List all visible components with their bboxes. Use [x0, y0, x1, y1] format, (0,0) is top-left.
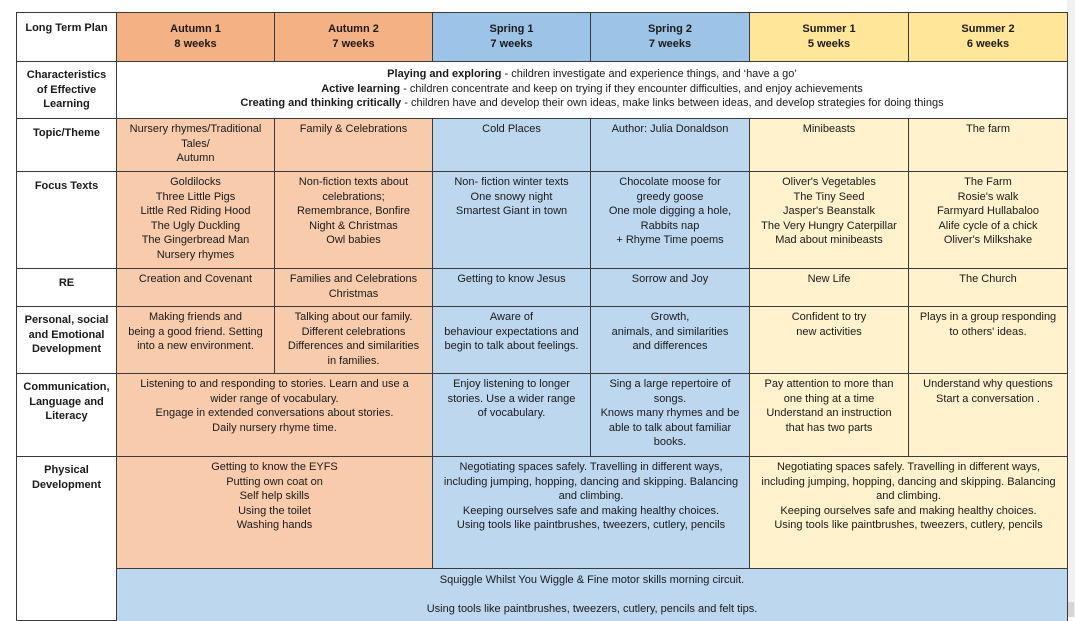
term-weeks: 5 weeks	[807, 38, 851, 50]
plan-title: Long Term Plan	[16, 12, 117, 62]
focus-texts-cell: Non- fiction winter texts One snowy nigh…	[432, 171, 591, 269]
term-weeks: 6 weeks	[966, 38, 1010, 50]
cel-line-active: Active learning - children concentrate a…	[121, 82, 1063, 97]
focus-texts-cell: The Farm Rosie's walk Farmyard Hullabalo…	[908, 171, 1068, 269]
row-label-psed: Personal, social and Emotional Developme…	[16, 306, 117, 374]
pd-row: Physical Development Getting to know the…	[16, 456, 1068, 621]
cll-summer-1-cell: Pay attention to more than one thing at …	[749, 373, 909, 457]
cll-spring-1-cell: Enjoy listening to longer stories. Use a…	[432, 373, 591, 457]
re-cell: Sorrow and Joy	[590, 268, 750, 307]
cll-autumn-cell: Listening to and responding to stories. …	[116, 373, 433, 457]
focus-texts-cell: Chocolate moose for greedy goose One mol…	[590, 171, 750, 269]
topic-cell: Cold Places	[432, 118, 591, 172]
cel-line-playing: Playing and exploring - children investi…	[121, 67, 1063, 82]
scrollbar[interactable]	[1067, 0, 1075, 617]
focus-texts-row: Focus Texts Goldilocks Three Little Pigs…	[16, 171, 1068, 269]
term-name: Spring 1	[489, 23, 534, 36]
pd-summer-cell: Negotiating spaces safely. Travelling in…	[749, 456, 1068, 569]
row-label-pd: Physical Development	[16, 456, 117, 621]
topic-cell: Minibeasts	[749, 118, 909, 172]
focus-texts-cell: Goldilocks Three Little Pigs Little Red …	[116, 171, 275, 269]
cel-content: Playing and exploring - children investi…	[116, 61, 1068, 119]
cel-row: Characteristics of Effective Learning Pl…	[16, 61, 1068, 119]
psed-row: Personal, social and Emotional Developme…	[16, 306, 1068, 374]
cel-line-creating: Creating and thinking critically - child…	[121, 96, 1063, 111]
cel-description: - children investigate and experience th…	[501, 68, 797, 80]
psed-cell: Making friends and being a good friend. …	[116, 306, 275, 374]
topic-cell: The farm	[908, 118, 1068, 172]
cll-summer-2-cell: Understand why questions Start a convers…	[908, 373, 1068, 457]
term-weeks: 7 weeks	[648, 38, 692, 50]
row-label-re: RE	[16, 268, 117, 307]
topic-cell: Family & Celebrations	[274, 118, 433, 172]
psed-cell: Growth, animals, and similarities and di…	[590, 306, 750, 374]
cel-heading: Creating and thinking critically	[240, 97, 402, 110]
re-cell: Getting to know Jesus	[432, 268, 591, 307]
psed-cell: Confident to try new activities	[749, 306, 909, 374]
topic-row: Topic/Theme Nursery rhymes/Traditional T…	[16, 118, 1068, 172]
re-row: RE Creation and Covenant Families and Ce…	[16, 268, 1068, 307]
term-spring-2: Spring 2 7 weeks	[590, 12, 750, 62]
cel-heading: Playing and exploring	[387, 68, 502, 80]
psed-cell: Aware of behaviour expectations and begi…	[432, 306, 591, 374]
focus-texts-cell: Non-fiction texts about celebrations; Re…	[274, 171, 433, 269]
row-label-cll: Communication, Language and Literacy	[16, 373, 117, 457]
re-cell: Families and Celebrations Christmas	[274, 268, 433, 307]
term-autumn-1: Autumn 1 8 weeks	[116, 12, 275, 62]
pd-autumn-cell: Getting to know the EYFS Putting own coa…	[116, 456, 433, 569]
term-autumn-2: Autumn 2 7 weeks	[274, 12, 433, 62]
re-cell: Creation and Covenant	[116, 268, 275, 307]
pd-circuit-row: Squiggle Whilst You Wiggle & Fine motor …	[17, 568, 1068, 621]
cel-description: - children have and develop their own id…	[401, 97, 944, 110]
long-term-plan-table: Long Term Plan Autumn 1 8 weeks Autumn 2 7…	[16, 12, 1068, 621]
psed-cell: Plays in a group responding to others' i…	[908, 306, 1068, 374]
topic-cell: Author: Julia Donaldson	[590, 118, 750, 172]
term-summer-1: Summer 1 5 weeks	[749, 12, 909, 62]
term-name: Spring 2	[647, 23, 692, 36]
term-name: Autumn 2	[328, 23, 379, 36]
psed-cell: Talking about our family. Different cele…	[274, 306, 433, 374]
term-name: Summer 2	[961, 23, 1015, 36]
cel-heading: Active learning	[321, 82, 401, 95]
scrollbar-thumb[interactable]	[1068, 602, 1074, 617]
pd-circuit-cell: Squiggle Whilst You Wiggle & Fine motor …	[116, 568, 1068, 621]
pd-spring-cell: Negotiating spaces safely. Travelling in…	[432, 456, 750, 569]
cll-spring-2-cell: Sing a large repertoire of songs. Knows …	[590, 373, 750, 457]
cel-description: - children concentrate and keep on tryin…	[400, 82, 863, 95]
row-label-topic: Topic/Theme	[16, 118, 117, 172]
term-spring-1: Spring 1 7 weeks	[432, 12, 591, 62]
term-summer-2: Summer 2 6 weeks	[908, 12, 1068, 62]
term-weeks: 8 weeks	[174, 38, 217, 50]
re-cell: New Life	[749, 268, 909, 307]
header-row: Long Term Plan Autumn 1 8 weeks Autumn 2 7…	[16, 12, 1068, 62]
row-label-cel: Characteristics of Effective Learning	[16, 61, 117, 119]
re-cell: The Church	[908, 268, 1068, 307]
term-weeks: 7 weeks	[490, 38, 533, 50]
term-weeks: 7 weeks	[332, 38, 375, 50]
term-name: Summer 1	[802, 23, 856, 36]
row-label-focus-texts: Focus Texts	[16, 171, 117, 269]
focus-texts-cell: Oliver's Vegetables The Tiny Seed Jasper…	[749, 171, 909, 269]
term-name: Autumn 1	[170, 23, 221, 36]
cll-row: Communication, Language and Literacy Lis…	[16, 373, 1068, 457]
topic-cell: Nursery rhymes/Traditional Tales/ Autumn	[116, 118, 275, 172]
